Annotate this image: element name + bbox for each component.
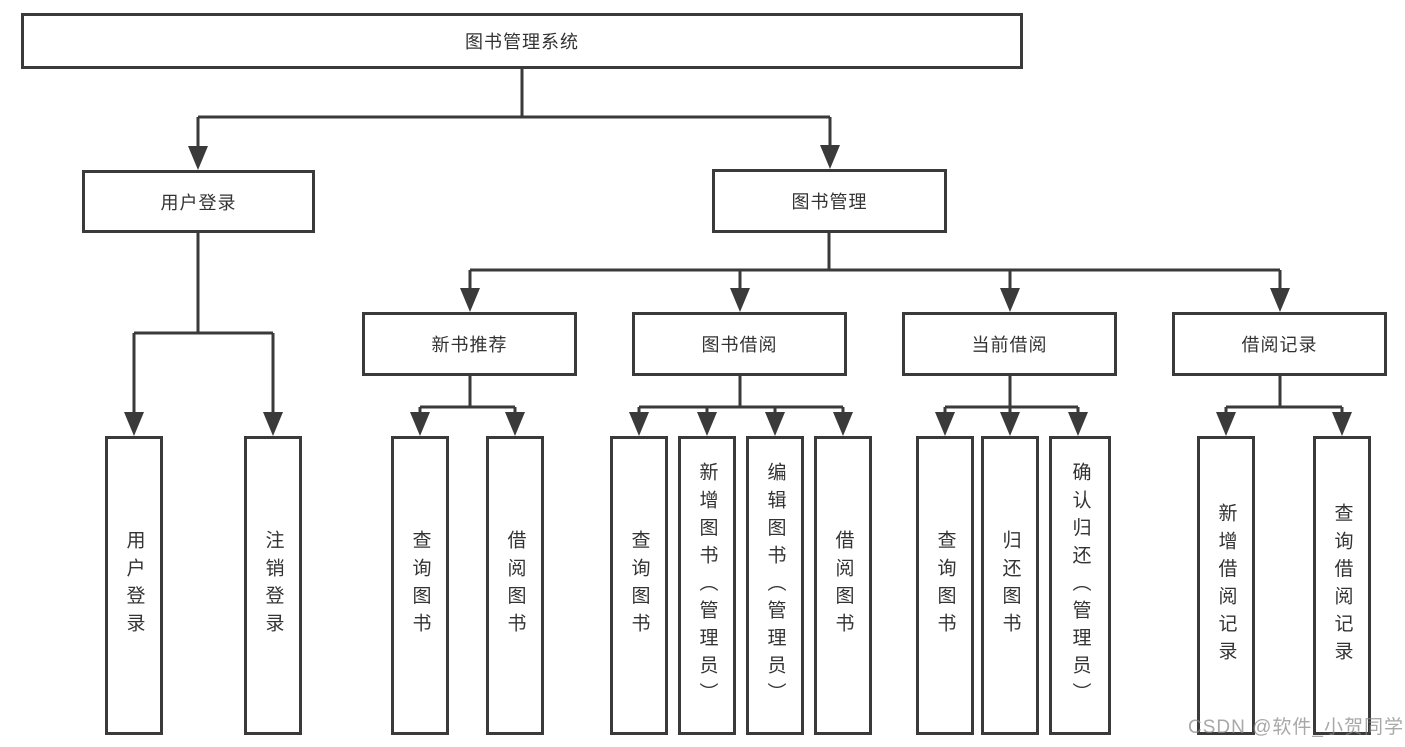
leaf-borrow-borrow-books: 借阅图书 <box>814 436 872 735</box>
leaf-current-return-books: 归还图书 <box>981 436 1039 735</box>
leaf-borrow-query-books: 查询图书 <box>610 436 668 735</box>
leaf-borrow-add-books-admin: 新增图书（管理员） <box>678 436 736 735</box>
leaf-records-add-record: 新增借阅记录 <box>1197 436 1255 735</box>
leaf-newbooks-borrow-books: 借阅图书 <box>486 436 544 735</box>
node-borrow-records-module: 借阅记录 <box>1172 312 1387 376</box>
leaf-current-query-books: 查询图书 <box>916 436 974 735</box>
leaf-logout: 注销登录 <box>244 436 302 735</box>
leaf-newbooks-query-books: 查询图书 <box>391 436 449 735</box>
watermark: CSDN @软件_小贺同学 <box>1188 717 1404 738</box>
node-new-books-module: 新书推荐 <box>362 312 577 376</box>
leaf-user-login: 用户登录 <box>105 436 163 735</box>
node-library-system-root: 图书管理系统 <box>21 13 1023 69</box>
node-book-management-branch: 图书管理 <box>712 169 947 233</box>
leaf-current-confirm-return-admin: 确认归还（管理员） <box>1049 436 1111 735</box>
leaf-borrow-edit-books-admin: 编辑图书（管理员） <box>746 436 804 735</box>
node-book-borrow-module: 图书借阅 <box>632 312 847 376</box>
node-current-borrow-module: 当前借阅 <box>902 312 1117 376</box>
node-user-login-branch: 用户登录 <box>82 170 315 233</box>
leaf-records-query-record: 查询借阅记录 <box>1313 436 1371 735</box>
